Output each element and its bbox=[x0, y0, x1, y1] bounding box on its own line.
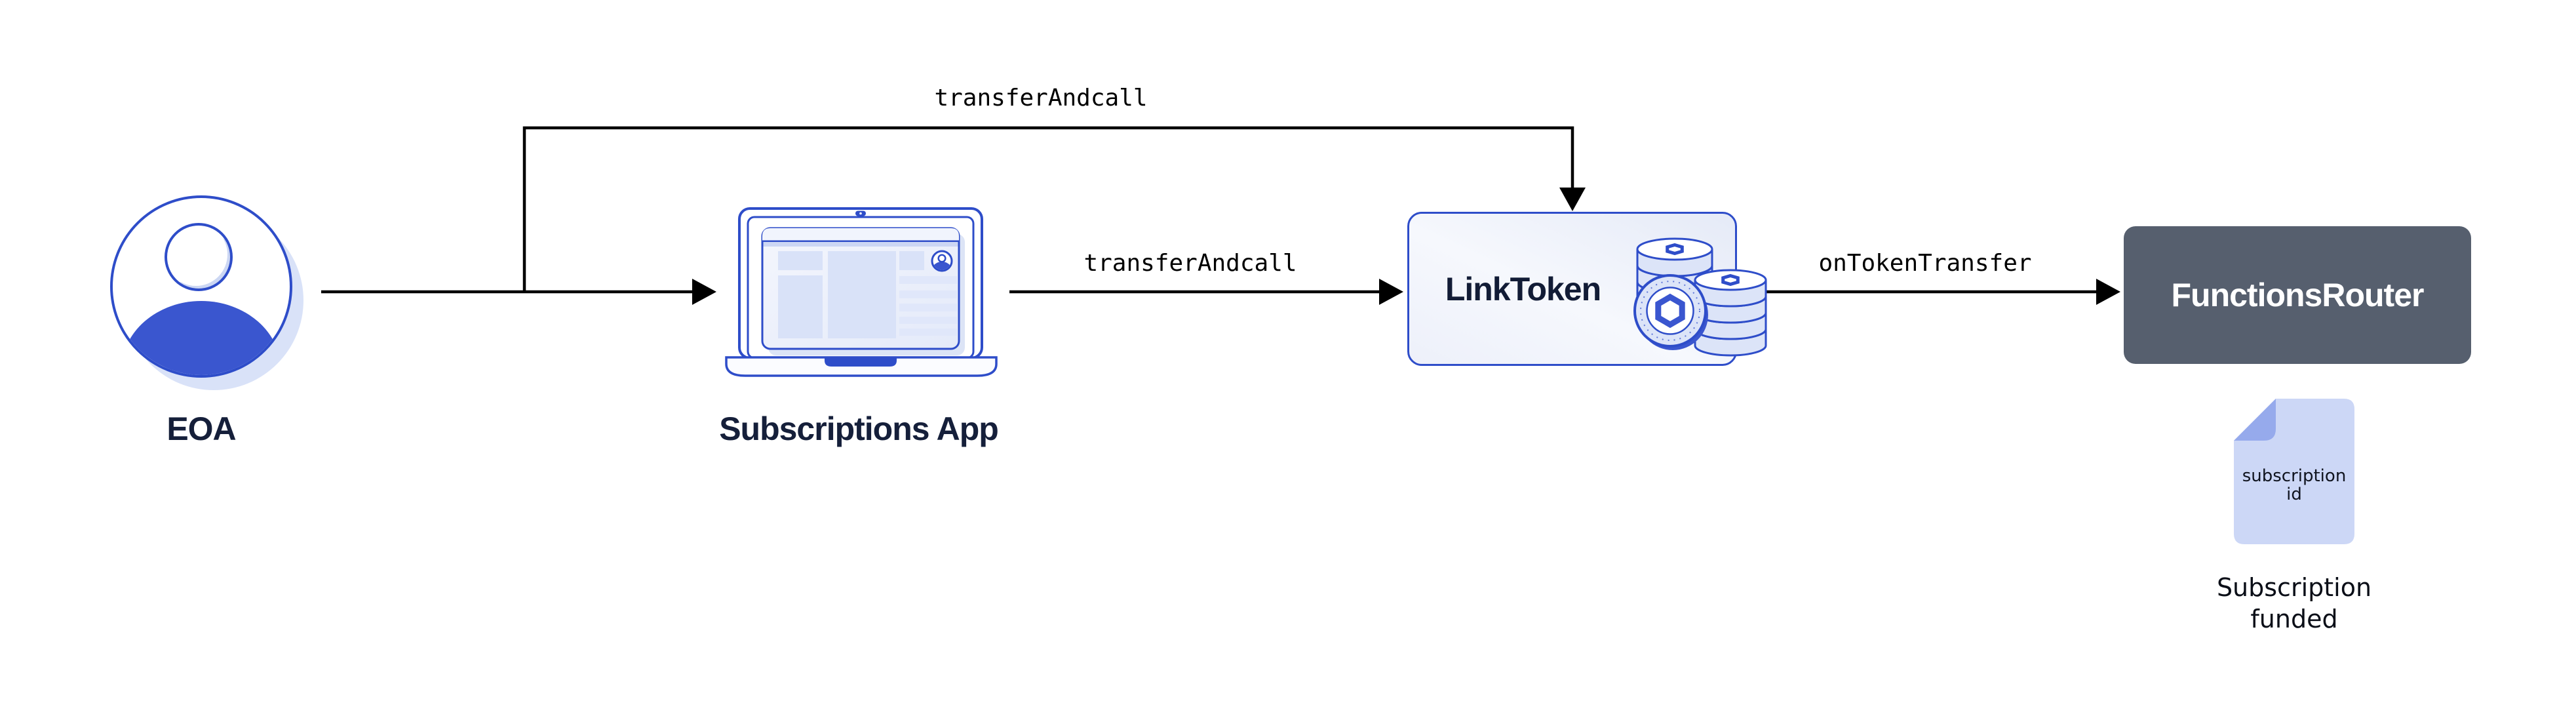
arrowhead-into-app bbox=[692, 279, 716, 305]
coin-hexagon-mark bbox=[1668, 245, 1683, 254]
subscriptions-app-node-label: Subscriptions App bbox=[719, 410, 999, 447]
laptop-webcam-dot bbox=[859, 212, 862, 215]
eoa-body bbox=[121, 301, 281, 375]
eoa-head-fill bbox=[167, 226, 227, 286]
arrowhead-into-linktoken-left bbox=[1379, 279, 1403, 305]
eoa-person-icon bbox=[110, 195, 303, 390]
subscription-funded-caption: Subscription funded bbox=[2216, 573, 2372, 633]
browser-topbar bbox=[762, 228, 959, 241]
functions-router-label: FunctionsRouter bbox=[2171, 277, 2425, 313]
eoa-node-label: EOA bbox=[166, 410, 236, 447]
linktoken-label: LinkToken bbox=[1445, 270, 1601, 308]
functions-router-box: FunctionsRouter bbox=[2124, 226, 2471, 364]
browser-text-lines bbox=[899, 276, 957, 336]
edge-label-transferandcall-mid: transferAndcall bbox=[1083, 250, 1297, 277]
edge-eoa-to-linktoken bbox=[522, 126, 1574, 292]
browser-content-blocks bbox=[778, 251, 924, 338]
subscription-id-text: subscription id bbox=[2242, 466, 2347, 504]
link-coins-icon bbox=[1633, 237, 1767, 357]
browser-toolbar-strip bbox=[763, 242, 958, 247]
browser-avatar-body bbox=[933, 262, 951, 270]
edge-label-transferandcall-top: transferAndcall bbox=[934, 85, 1148, 111]
arrowhead-into-linktoken-top bbox=[1559, 188, 1586, 211]
subscriptions-app-laptop-icon bbox=[725, 207, 998, 377]
subscription-document-icon bbox=[2234, 399, 2354, 544]
chainlink-coin-front bbox=[1633, 274, 1708, 350]
arrowhead-into-router bbox=[2096, 279, 2120, 305]
browser-topbar-divider bbox=[762, 240, 959, 242]
chainlink-hexagon-logo bbox=[1655, 293, 1685, 329]
laptop-base-notch bbox=[825, 357, 897, 367]
coin-hexagon-mark bbox=[1723, 276, 1738, 285]
eoa-head-outline bbox=[165, 223, 233, 291]
browser-avatar-head bbox=[937, 254, 946, 263]
edge-label-ontokentransfer: onTokenTransfer bbox=[1818, 250, 2032, 277]
document-fold-corner bbox=[2234, 399, 2276, 441]
